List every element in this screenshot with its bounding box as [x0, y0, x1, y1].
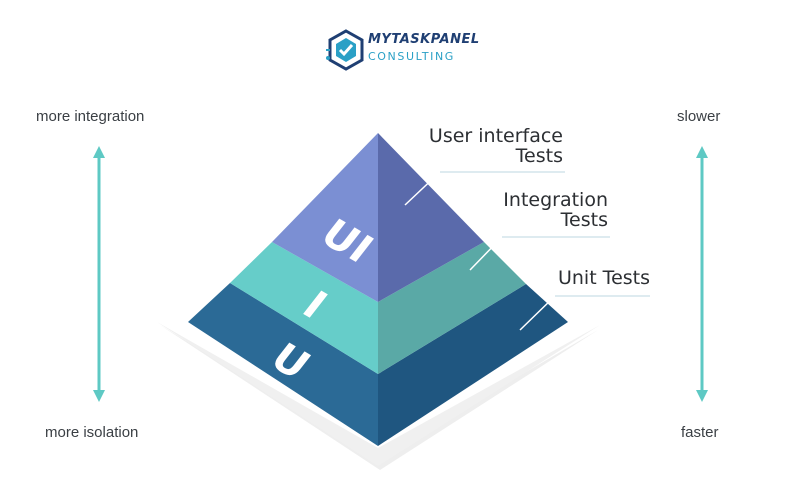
logo-tagline: CONSULTING — [368, 50, 455, 63]
integration-tests-label-line2: Tests — [560, 209, 608, 231]
right-double-arrow — [696, 146, 708, 402]
left-axis-top-label: more integration — [36, 108, 145, 125]
unit-layer-left-face — [188, 283, 378, 446]
right-axis-bottom-label: faster — [681, 424, 719, 441]
left-double-arrow — [93, 146, 105, 402]
ui-tests-label-line2: Tests — [515, 145, 563, 167]
integration-tests-callout: Integration Tests — [503, 190, 608, 230]
integration-layer-left-face — [230, 242, 378, 374]
left-axis-bottom-label: more isolation — [45, 424, 139, 441]
integration-layer-right-face — [378, 242, 526, 374]
ui-tests-callout: User interface Tests — [429, 126, 563, 166]
ui-layer-left-face — [272, 133, 378, 302]
logo-wordmark: MYTASKPANEL — [368, 32, 480, 47]
logo-hexagon-icon — [326, 29, 364, 71]
mytaskpanel-logo: MYTASKPANEL CONSULTING — [326, 28, 479, 72]
integration-tests-label-line1: Integration — [503, 189, 608, 211]
ui-tests-label-line1: User interface — [428, 125, 563, 147]
unit-tests-label-line1: Unit Tests — [557, 267, 650, 289]
unit-tests-callout: Unit Tests — [558, 268, 650, 288]
ui-layer-right-face — [378, 133, 484, 302]
unit-layer-right-face — [378, 284, 568, 446]
right-axis-top-label: slower — [677, 108, 721, 125]
